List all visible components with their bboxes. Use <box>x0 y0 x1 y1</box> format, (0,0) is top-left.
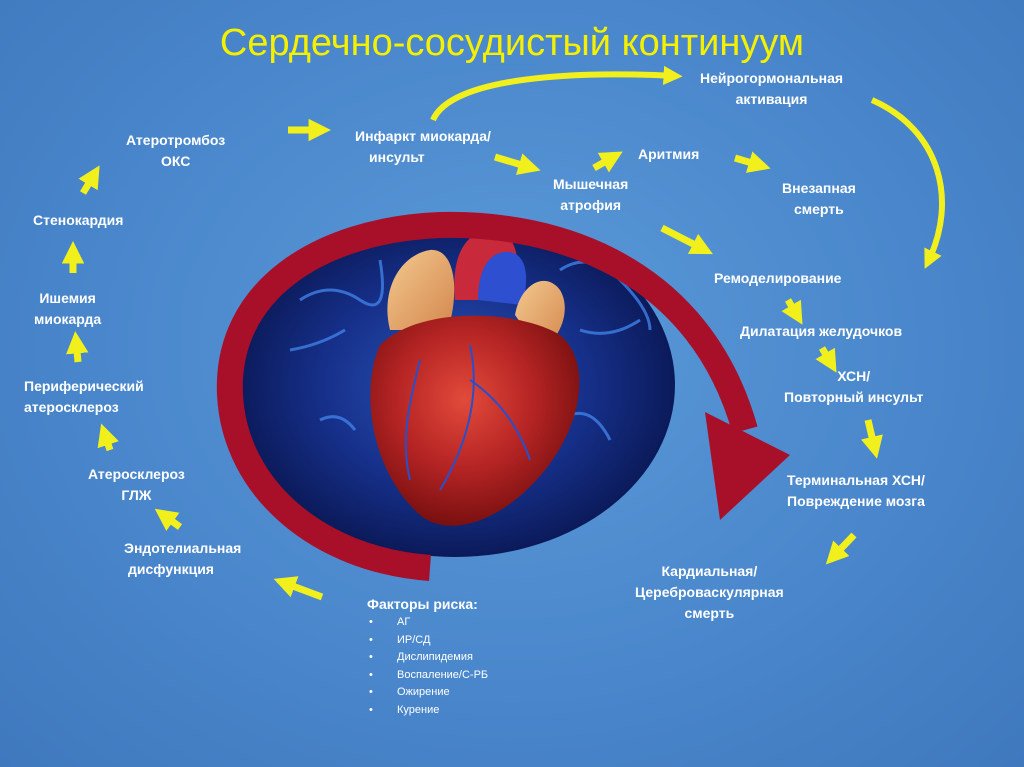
node-line: Атеросклероз <box>88 466 185 482</box>
risk-factor-item: Воспаление/С-РБ <box>367 667 488 685</box>
node-line: Повторный инсульт <box>784 389 924 405</box>
risk-factor-item: Дислипидемия <box>367 649 488 667</box>
node-atherosclerosis-lvh: Атеросклероз ГЛЖ <box>88 464 185 506</box>
node-line: Внезапная <box>782 180 856 196</box>
node-line: Эндотелиальная <box>124 540 242 556</box>
node-arrhythmia: Аритмия <box>638 144 699 165</box>
node-peripheral: Периферический атеросклероз <box>24 376 144 418</box>
page-title: Сердечно-сосудистый континуум <box>219 22 805 64</box>
coronary-vessels <box>404 344 531 491</box>
node-atherothrombosis: Атеротромбоз ОКС <box>126 130 225 172</box>
risk-factor-item: Ожирение <box>367 684 488 702</box>
node-line: миокарда <box>34 311 102 327</box>
node-line: Кардиальная/ <box>661 563 758 579</box>
node-line: Ишемия <box>39 290 96 306</box>
arrow-infarct-to-neurohormonal <box>430 65 683 122</box>
node-endothelial: Эндотелиальная дисфункция <box>124 538 241 580</box>
risk-factor-item: АГ <box>367 614 488 632</box>
arrow-arrhythmia-right <box>734 151 771 173</box>
node-terminal: Терминальная ХСН/ Повреждение мозга <box>787 470 925 512</box>
node-line: Нейрогормональная <box>700 70 844 86</box>
node-line: ОКС <box>160 153 191 169</box>
node-remodeling: Ремоделирование <box>714 268 841 289</box>
arrow-remodeling-down <box>781 298 803 325</box>
node-neurohormonal: Нейрогормональная активация <box>700 68 843 110</box>
arrow-infarct-down <box>494 153 541 175</box>
node-line: Периферический <box>24 378 144 394</box>
arrow-neurohormonal-down <box>870 97 945 269</box>
node-line: Дилатация желудочков <box>740 323 903 339</box>
node-line: дисфункция <box>128 561 214 577</box>
arrow-atrophy-down <box>660 224 713 255</box>
node-cardiac-death: Кардиальная/ Цереброваскулярная смерть <box>635 561 784 624</box>
node-line: Ремоделирование <box>714 270 842 286</box>
node-line: Аритмия <box>638 146 700 162</box>
node-line: ГЛЖ <box>121 487 152 503</box>
node-line: Инфаркт миокарда/ <box>355 128 491 144</box>
node-line: Атеротромбоз <box>126 132 226 148</box>
node-ischemia: Ишемия миокарда <box>34 288 101 330</box>
arrow-risk-to-endothelial <box>273 576 324 601</box>
arrow-endothelial-up <box>154 508 183 531</box>
node-line: атеросклероз <box>24 399 119 415</box>
node-line: Стенокардия <box>33 212 124 228</box>
big-cycle-arrow <box>216 211 758 581</box>
node-line: смерть <box>684 605 735 621</box>
node-dilatation: Дилатация желудочков <box>740 321 902 342</box>
risk-factors-title: Факторы риска: <box>367 596 478 612</box>
arrow-dilatation-down <box>815 346 837 373</box>
arrow-to-arrhythmia <box>592 151 623 173</box>
risk-factor-item: ИР/СД <box>367 632 488 650</box>
node-muscle-atrophy: Мышечная атрофия <box>553 174 628 216</box>
node-line: Цереброваскулярная <box>635 584 784 600</box>
node-infarction: Инфаркт миокарда/ инсульт <box>355 126 491 168</box>
arrow-peripheral-up <box>66 331 89 363</box>
arrow-lvh-up <box>97 423 119 452</box>
node-line: активация <box>735 91 808 107</box>
node-line: атрофия <box>560 197 622 213</box>
risk-factor-item: Курение <box>367 702 488 720</box>
big-cycle-arrowhead <box>705 412 790 520</box>
node-line: Терминальная ХСН/ <box>787 472 925 488</box>
node-line: Повреждение мозга <box>787 493 925 509</box>
node-line: смерть <box>794 201 844 217</box>
node-line: ХСН/ <box>837 368 871 384</box>
arrow-chf-down <box>861 419 883 459</box>
node-line: Мышечная <box>553 176 629 192</box>
node-line: инсульт <box>369 149 425 165</box>
node-chf: ХСН/ Повторный инсульт <box>784 366 923 408</box>
pulmonary-artery <box>478 251 527 305</box>
node-angina: Стенокардия <box>33 210 123 231</box>
arrow-terminal-down <box>825 532 857 565</box>
risk-factors-list: АГ ИР/СД Дислипидемия Воспаление/С-РБ Ож… <box>367 614 488 719</box>
heart-body <box>370 315 580 526</box>
left-atrium <box>387 249 455 330</box>
node-sudden-death: Внезапная смерть <box>782 178 856 220</box>
arrow-angina-up <box>78 165 100 195</box>
